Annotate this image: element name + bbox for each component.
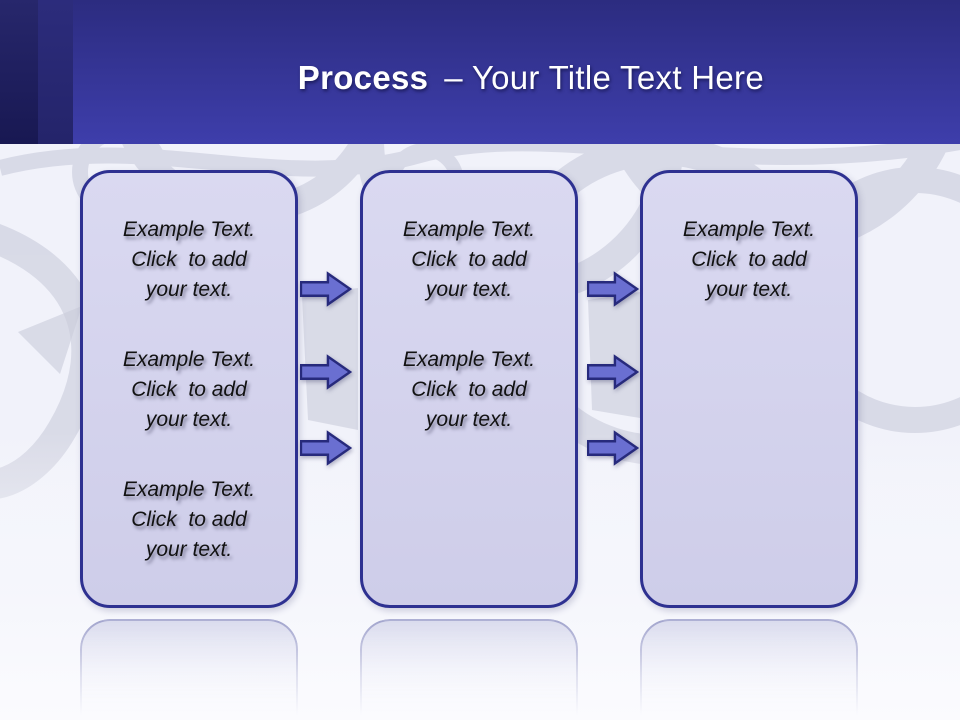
right-arrow-icon	[587, 354, 639, 390]
right-arrow-icon	[587, 430, 639, 466]
placeholder-line: Click to add	[411, 248, 527, 271]
placeholder-line: your text.	[425, 408, 513, 431]
placeholder-line: Example Text.	[122, 478, 256, 501]
text-placeholder: Example Text. Click to add your text.	[643, 215, 855, 305]
placeholder-line: Example Text.	[122, 348, 256, 371]
placeholder-line: your text.	[145, 278, 233, 301]
process-step-2-box[interactable]: Example Text. Click to add your text. Ex…	[360, 170, 578, 608]
text-placeholder: Example Text. Click to add your text.	[83, 215, 295, 305]
text-placeholder: Example Text. Click to add your text.	[363, 215, 575, 305]
box-reflection	[360, 619, 578, 720]
text-placeholder: Example Text. Click to add your text.	[83, 475, 295, 565]
placeholder-line: Example Text.	[402, 348, 536, 371]
placeholder-line: your text.	[425, 278, 513, 301]
placeholder-line: Example Text.	[122, 218, 256, 241]
box-reflection	[80, 619, 298, 720]
slide-title-keyword: Process	[297, 59, 429, 96]
text-placeholder: Example Text. Click to add your text.	[363, 345, 575, 435]
right-arrow-icon	[300, 430, 352, 466]
header-left-stripe-light	[38, 0, 73, 144]
right-arrow-icon	[300, 271, 352, 307]
process-step-3-box[interactable]: Example Text. Click to add your text.	[640, 170, 858, 608]
placeholder-line: Click to add	[131, 248, 247, 271]
text-placeholder: Example Text. Click to add your text.	[83, 345, 295, 435]
right-arrow-icon	[300, 354, 352, 390]
process-step-1-box[interactable]: Example Text. Click to add your text. Ex…	[80, 170, 298, 608]
placeholder-line: your text.	[145, 408, 233, 431]
placeholder-line: Click to add	[691, 248, 807, 271]
header-left-stripe-dark	[0, 0, 38, 144]
placeholder-line: Example Text.	[682, 218, 816, 241]
right-arrow-icon	[587, 271, 639, 307]
placeholder-line: Click to add	[131, 508, 247, 531]
placeholder-line: Click to add	[131, 378, 247, 401]
title-row: Process – Your Title Text Here	[0, 0, 960, 150]
header-banner: Process – Your Title Text Here	[0, 0, 960, 144]
placeholder-line: your text.	[145, 538, 233, 561]
slide-title[interactable]: Process – Your Title Text Here	[222, 21, 764, 135]
slide-title-placeholder: – Your Title Text Here	[444, 59, 764, 96]
placeholder-line: Example Text.	[402, 218, 536, 241]
box-reflection	[640, 619, 858, 720]
placeholder-line: your text.	[705, 278, 793, 301]
placeholder-line: Click to add	[411, 378, 527, 401]
